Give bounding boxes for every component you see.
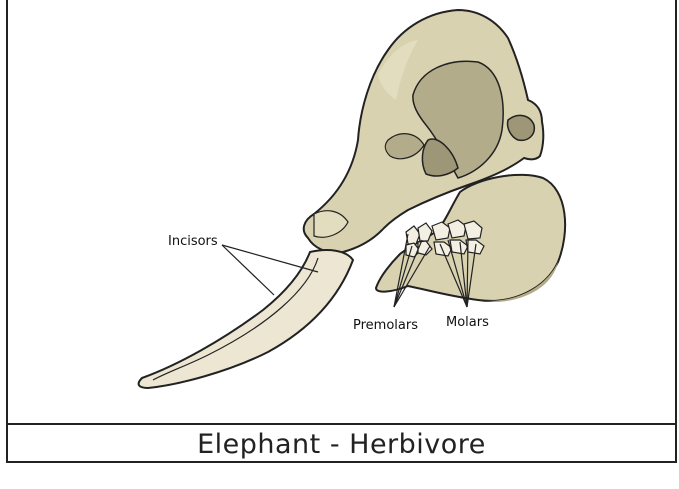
tusk bbox=[139, 250, 353, 388]
molars-label: Molars bbox=[446, 315, 489, 330]
incisors-label: Incisors bbox=[168, 234, 218, 249]
premolars-label: Premolars bbox=[353, 318, 418, 333]
caption-title: Elephant - Herbivore bbox=[8, 425, 675, 463]
elephant-skull-diagram: Incisors Premolars Molars bbox=[8, 0, 675, 423]
